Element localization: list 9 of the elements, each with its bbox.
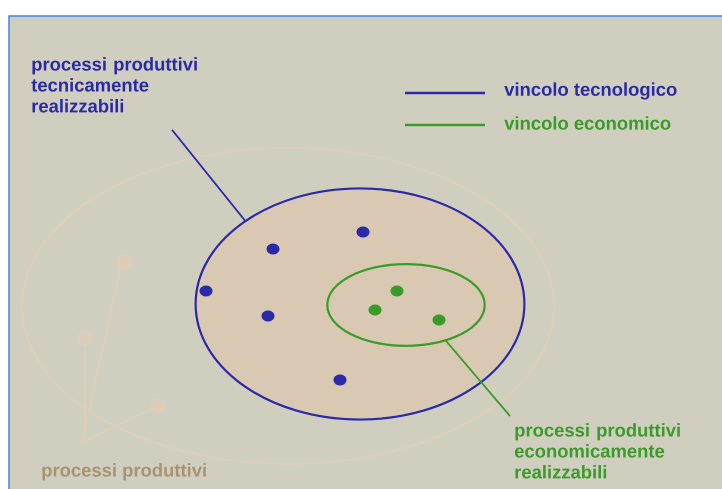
leader-line xyxy=(446,340,511,417)
legend-text: vincolo economico xyxy=(504,116,670,130)
label-text: processi produttivi tecnicamente realizzabili xyxy=(31,57,197,113)
set-ellipse xyxy=(194,187,526,421)
label-text: processi produttivi economicamente realizzabili xyxy=(514,423,680,479)
faded-label: processi produttivi xyxy=(42,463,206,480)
leader-line xyxy=(171,129,246,221)
legend-text: vincolo tecnologico xyxy=(504,82,677,100)
set-ellipse xyxy=(326,263,486,347)
